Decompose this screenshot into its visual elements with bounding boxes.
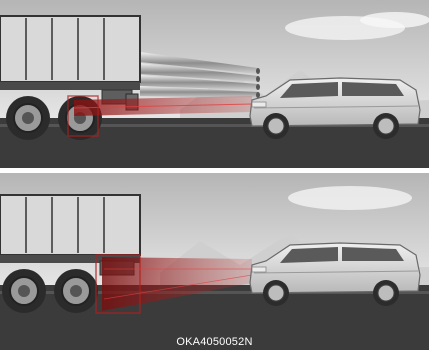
top-scene-svg bbox=[0, 0, 429, 168]
top-scene-panel bbox=[0, 0, 429, 168]
cloud bbox=[360, 12, 429, 28]
cloud bbox=[288, 186, 412, 210]
bottom-scene-panel bbox=[0, 173, 429, 335]
figure-caption-bar: OKA4050052N bbox=[0, 335, 429, 350]
bottom-scene-svg bbox=[0, 173, 429, 335]
figure-code-label: OKA4050052N bbox=[176, 335, 252, 350]
